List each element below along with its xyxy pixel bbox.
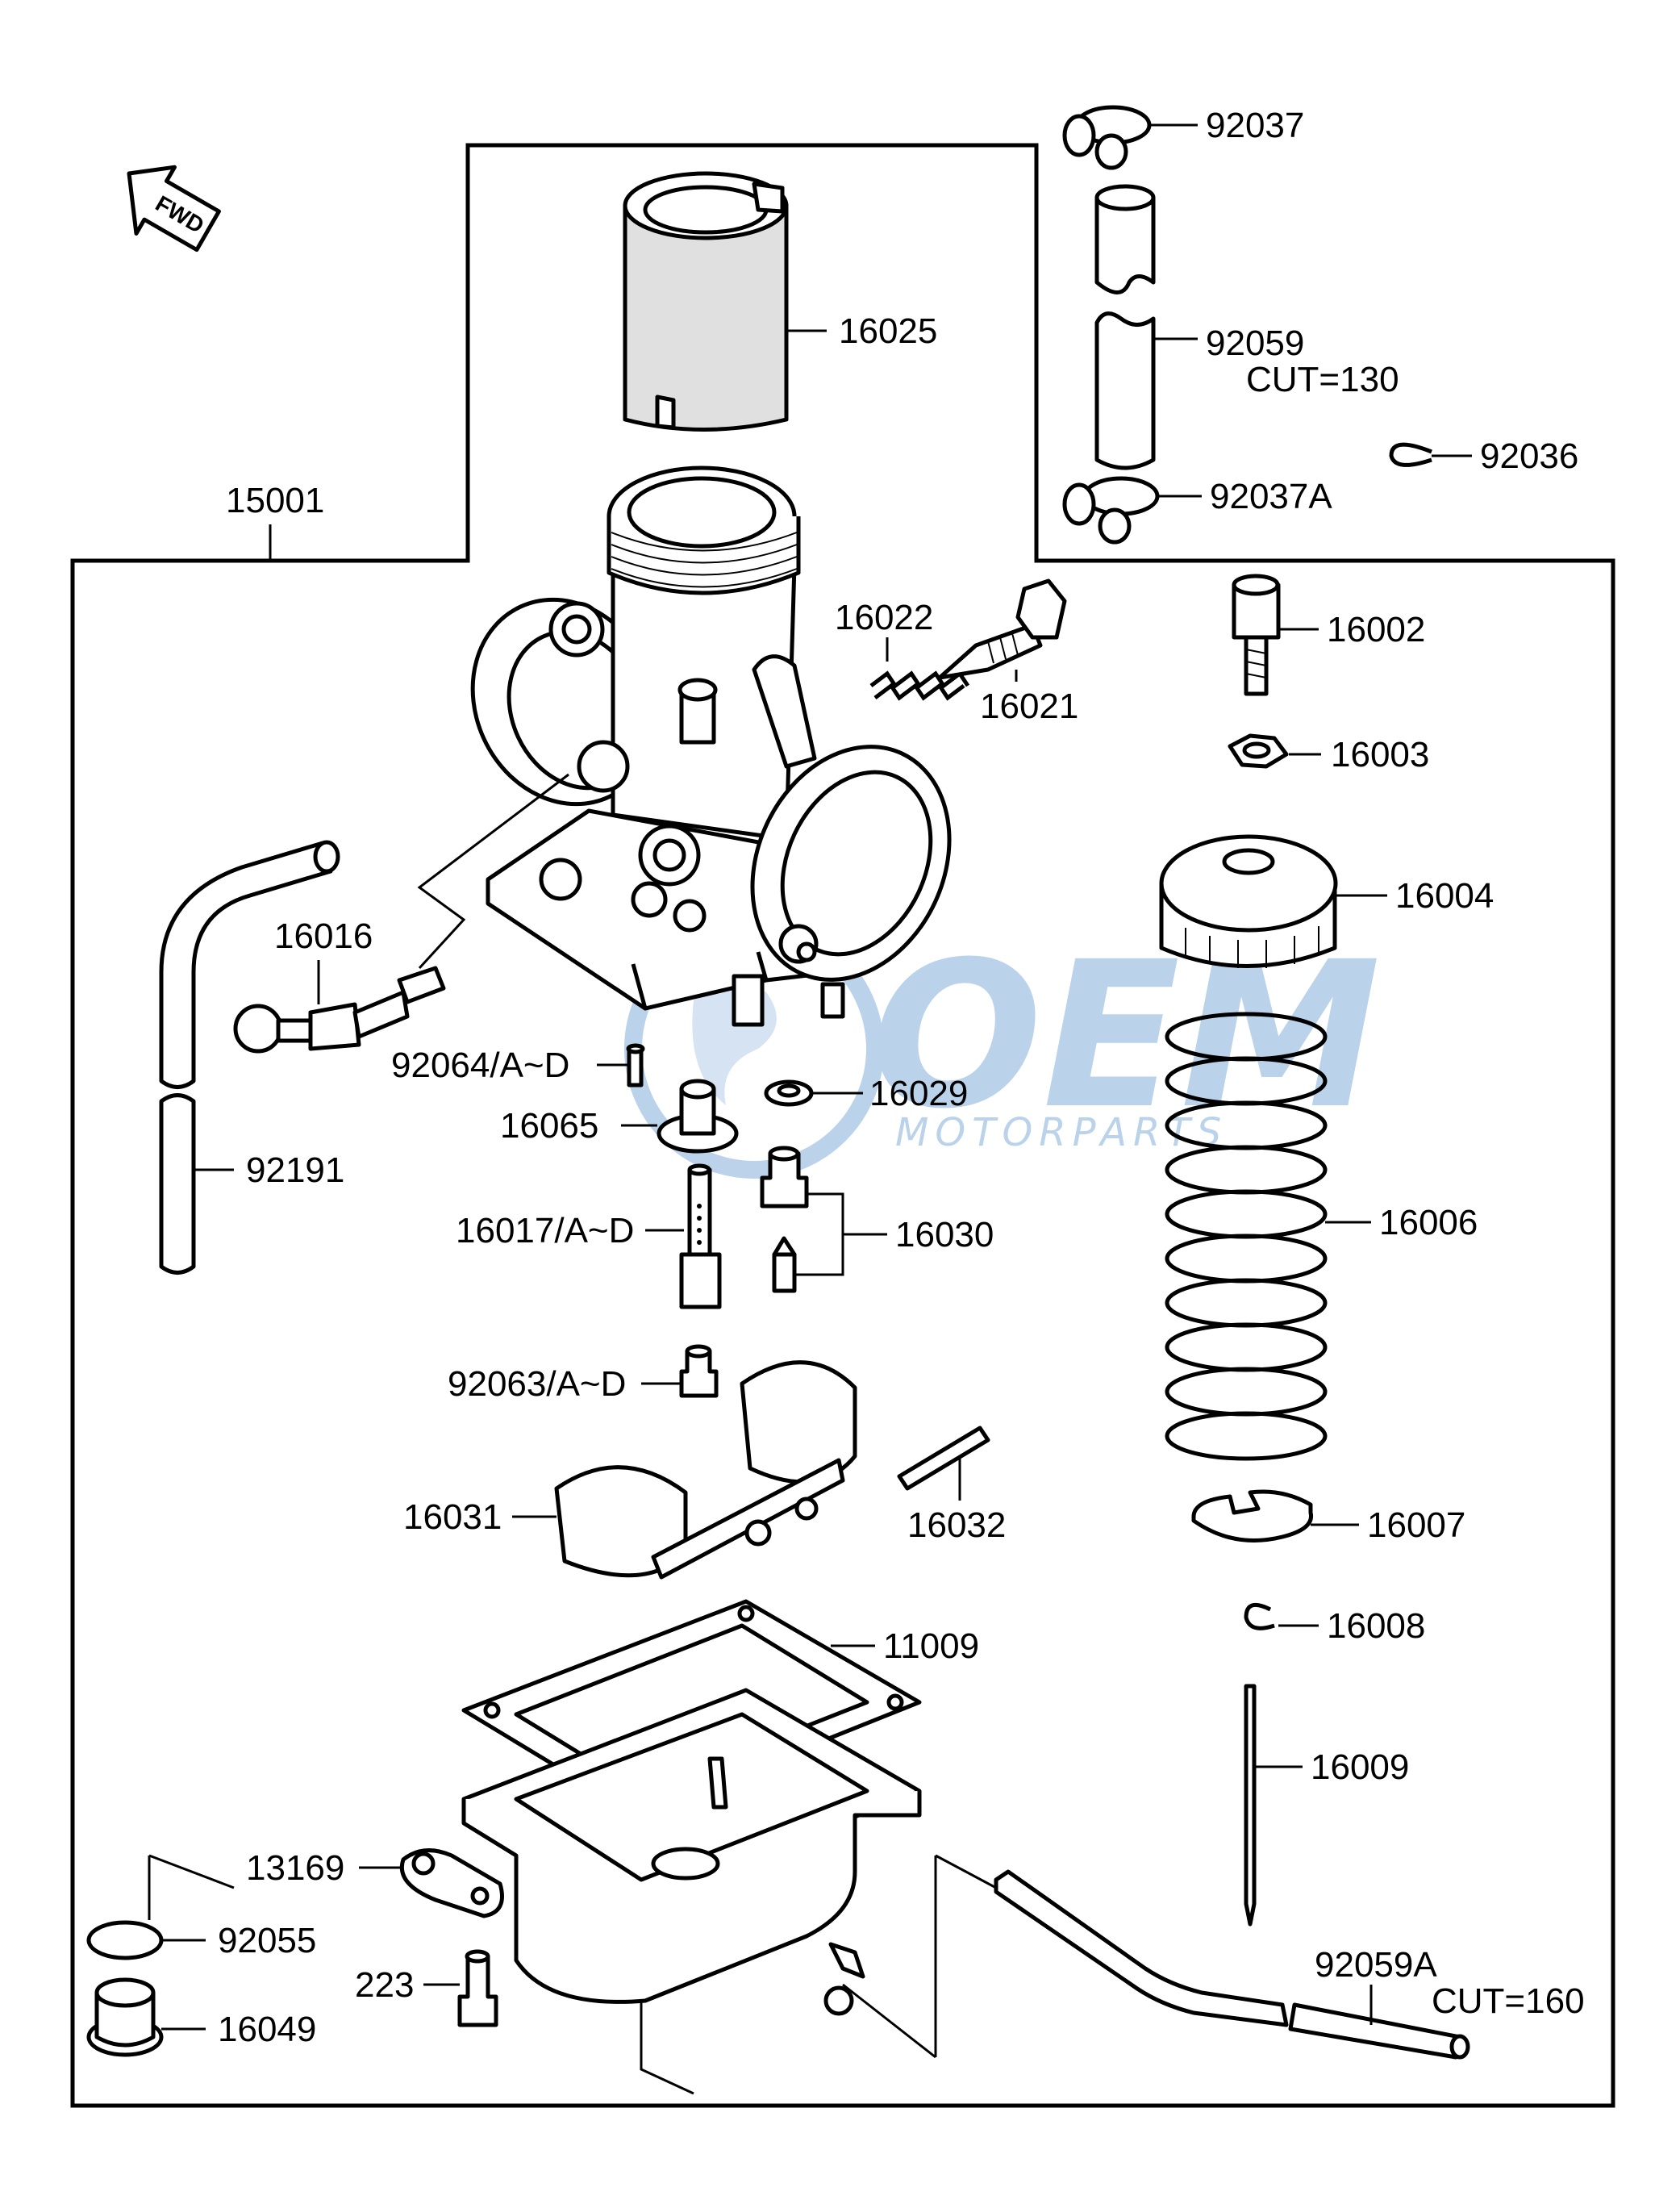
- label-16017: 16017/A~D: [456, 1211, 634, 1250]
- label-92059: 92059: [1206, 324, 1304, 363]
- clip-92036-icon: [1389, 442, 1432, 467]
- pilot-screw-16016-icon: [233, 966, 446, 1054]
- label-13169: 13169: [246, 1848, 344, 1888]
- washer-16029-icon: [764, 1079, 814, 1107]
- label-16022: 16022: [835, 598, 933, 637]
- spring-16022-icon: [869, 670, 970, 701]
- label-16004: 16004: [1395, 876, 1494, 916]
- tube-92059-icon: [1094, 311, 1156, 470]
- hose-92191-icon: [159, 840, 340, 1275]
- label-92064: 92064/A~D: [391, 1046, 569, 1085]
- carburetor-body-icon: [470, 465, 952, 1027]
- screw-16021-icon: [937, 578, 1067, 680]
- label-92037: 92037: [1206, 106, 1304, 145]
- oring-92055-icon: [86, 1920, 164, 1960]
- label-16008: 16008: [1327, 1606, 1425, 1646]
- label-16016: 16016: [274, 916, 373, 956]
- label-92059-cut: CUT=130: [1246, 360, 1399, 399]
- label-92059A: 92059A: [1315, 1945, 1437, 1985]
- needle-16009-icon: [1244, 1684, 1257, 1927]
- label-92055: 92055: [218, 1921, 316, 1960]
- label-92191: 92191: [246, 1150, 344, 1190]
- label-16003: 16003: [1331, 735, 1429, 774]
- label-92063: 92063/A~D: [448, 1364, 626, 1404]
- label-16029: 16029: [869, 1074, 968, 1113]
- adjuster-16002-icon: [1232, 574, 1281, 696]
- label-223: 223: [355, 1965, 414, 2005]
- plug-16049-icon: [86, 1977, 164, 2057]
- pin-16032-icon: [897, 1426, 990, 1491]
- float-bowl-icon: [461, 1688, 922, 2016]
- cap-16004-icon: [1159, 834, 1338, 968]
- label-16032: 16032: [907, 1505, 1006, 1545]
- spring-16006-icon: [1165, 1012, 1328, 1461]
- plate-13169-icon: [400, 1848, 504, 1918]
- holder-16065-icon: [657, 1079, 739, 1154]
- washer-16007-icon: [1191, 1489, 1314, 1543]
- label-16002: 16002: [1327, 610, 1425, 649]
- main-jet-92063-icon: [679, 1344, 719, 1398]
- label-16006: 16006: [1379, 1203, 1478, 1242]
- label-92037A: 92037A: [1210, 477, 1332, 516]
- fwd-arrow-icon: FWD: [127, 165, 221, 253]
- label-16031: 16031: [403, 1497, 502, 1537]
- label-16049: 16049: [218, 2010, 316, 2049]
- assembly-outline-15001: [70, 143, 1615, 2108]
- label-16009: 16009: [1311, 1747, 1409, 1787]
- screw-92064-icon: [626, 1043, 645, 1087]
- clip-92037-icon: [1062, 105, 1152, 170]
- label-15001: 15001: [226, 481, 324, 520]
- throttle-slide-16025-icon: [623, 171, 789, 432]
- needle-jet-16017-icon: [679, 1163, 722, 1309]
- label-92036: 92036: [1480, 436, 1578, 476]
- watermark-sub: MOTORPARTS: [895, 1110, 1228, 1155]
- hose-92059A-icon: [994, 1869, 1470, 2060]
- label-16021: 16021: [980, 687, 1078, 726]
- screw-223-icon: [457, 1949, 498, 2027]
- label-16025: 16025: [839, 311, 937, 351]
- nut-16003-icon: [1228, 733, 1289, 769]
- tube-upper-icon: [1094, 184, 1156, 294]
- label-16007: 16007: [1367, 1505, 1465, 1545]
- label-16065: 16065: [500, 1106, 598, 1146]
- float-valve-16030-icon: [760, 1146, 809, 1293]
- label-16030: 16030: [895, 1215, 994, 1254]
- label-92059A-cut: CUT=160: [1432, 1981, 1585, 2021]
- label-11009: 11009: [883, 1626, 979, 1666]
- clip-16008-icon: [1244, 1602, 1275, 1630]
- float-16031-icon: [554, 1360, 857, 1580]
- clip-92037A-icon: [1062, 476, 1160, 545]
